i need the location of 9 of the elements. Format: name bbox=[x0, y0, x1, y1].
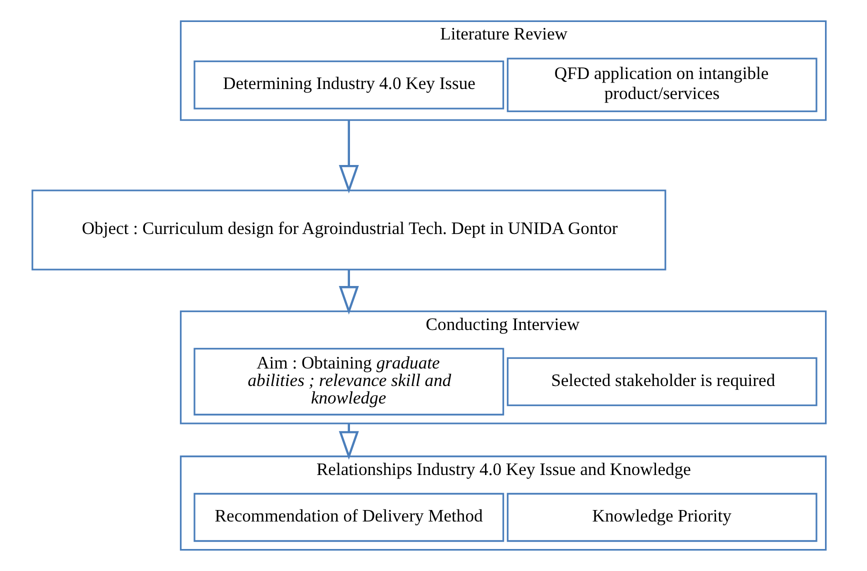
node-box: Knowledge Priority bbox=[506, 492, 818, 542]
arrow bbox=[338, 270, 359, 315]
arrow bbox=[338, 120, 359, 194]
node-box: Aim : Obtaining graduate abilities ; relevance skill and knowledge bbox=[194, 348, 504, 416]
node-box: Object : Curriculum design for Agroindustrial Tech. Dept in UNIDA Gontor bbox=[32, 190, 666, 270]
node-box: Recommendation of Delivery Method bbox=[194, 492, 504, 542]
node-box: Selected stakeholder is required bbox=[506, 357, 818, 406]
node-box: Determining Industry 4.0 Key Issue bbox=[194, 60, 504, 110]
node-box: QFD application on intangible product/services bbox=[506, 58, 818, 112]
